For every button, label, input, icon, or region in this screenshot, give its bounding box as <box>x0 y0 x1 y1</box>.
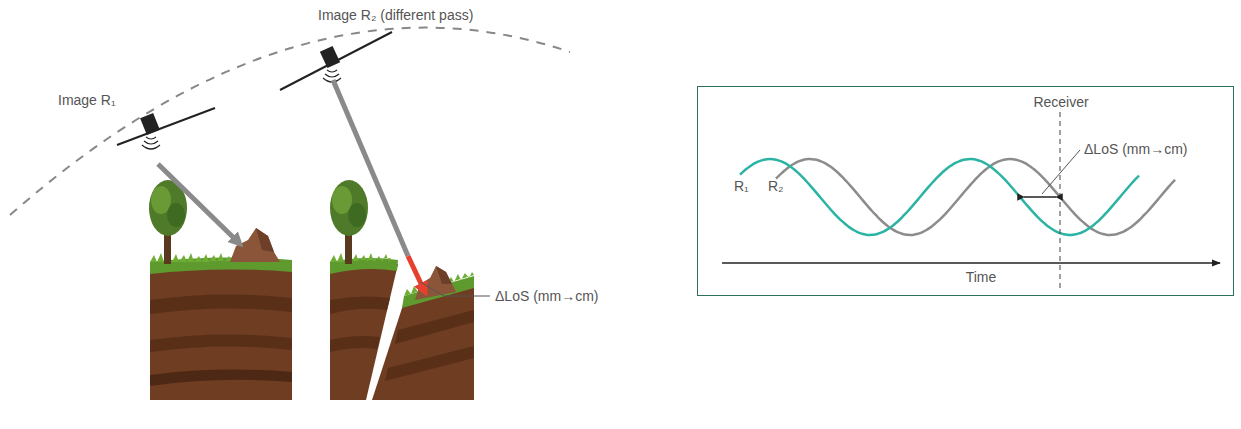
satellite <box>117 108 215 149</box>
wave-label: R₂ <box>768 179 784 194</box>
axis-label: Time <box>966 270 997 285</box>
image-label: Image R₂ (different pass) <box>318 8 473 23</box>
wave-label: R₁ <box>734 179 749 194</box>
wave-plot <box>740 159 1175 235</box>
signal-panel: ReceiverΔLoS (mm→cm) R₁ R₂ Time <box>697 86 1234 296</box>
delta-arrow <box>1024 196 1056 198</box>
leader-line <box>420 282 490 296</box>
ground-tile <box>149 180 292 400</box>
receiver-label: Receiver <box>1033 95 1088 110</box>
measure-label: ΔLoS (mm→cm) <box>495 289 598 304</box>
orbit-path <box>10 28 570 215</box>
displacement-arrow <box>408 256 424 290</box>
measure-label: ΔLoS (mm→cm) <box>1084 142 1187 157</box>
receiver-line <box>1060 112 1061 292</box>
time-axis <box>722 262 1220 264</box>
signal-wave <box>740 159 1139 235</box>
image-label: Image R₁ <box>58 93 116 108</box>
ground-tile <box>330 180 474 400</box>
signal-arrow <box>333 80 408 256</box>
signal-arrow <box>158 164 238 242</box>
signal-wave <box>776 159 1175 235</box>
leader-line <box>1042 150 1080 194</box>
